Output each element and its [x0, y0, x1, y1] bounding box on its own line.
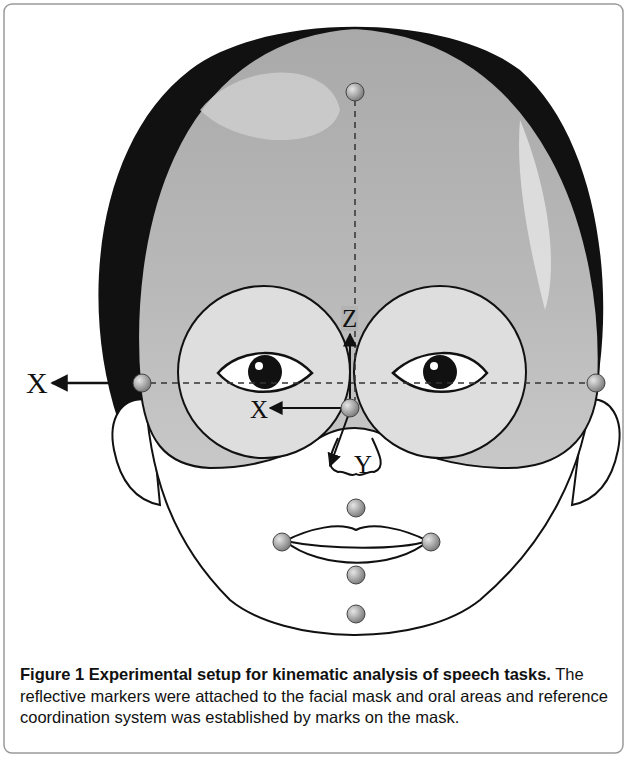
eye-glint	[430, 362, 438, 370]
mask-highlight	[200, 73, 340, 141]
figure-frame	[4, 4, 623, 753]
eye-glint	[255, 362, 263, 370]
eye-opening	[178, 286, 350, 458]
axis-arrow	[52, 382, 132, 385]
right-eye	[393, 353, 487, 392]
mask-highlight	[519, 120, 551, 310]
reference-line	[150, 382, 590, 384]
eye-opening	[354, 286, 526, 458]
left-eye	[218, 353, 312, 392]
axis-arrow	[349, 334, 351, 400]
axis-label: X	[26, 368, 48, 398]
figure-title: Figure 1 Experimental setup for kinemati…	[20, 665, 551, 683]
iris	[248, 355, 282, 389]
lower-lip	[285, 541, 428, 563]
axis-label: Z	[341, 306, 358, 331]
reflective-markers	[133, 83, 605, 623]
axis-arrow	[330, 416, 348, 466]
axis-label: Y	[354, 452, 372, 477]
axis-label: X	[250, 397, 268, 422]
upper-lip	[285, 526, 428, 547]
axis-arrow	[270, 407, 344, 409]
reference-line	[354, 100, 356, 400]
iris	[423, 355, 457, 389]
figure-caption: Figure 1 Experimental setup for kinemati…	[20, 664, 612, 729]
facial-mask	[138, 28, 599, 468]
